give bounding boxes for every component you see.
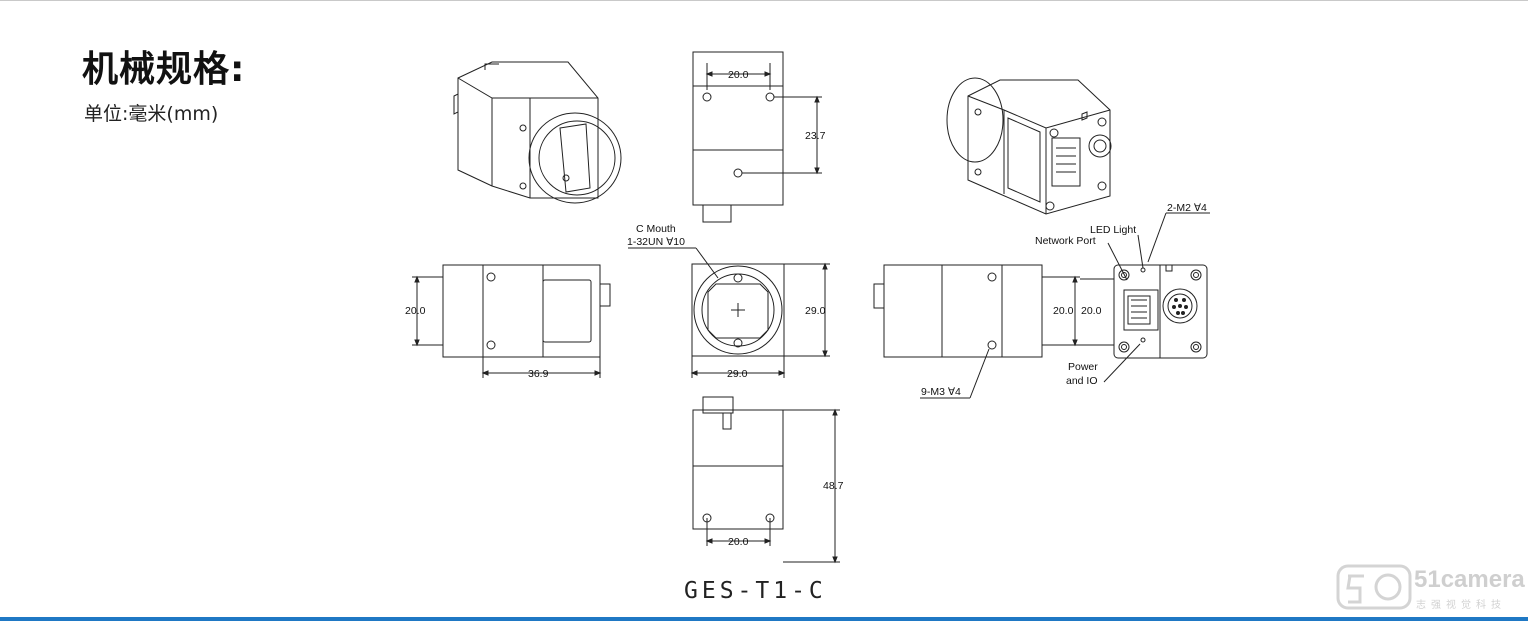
front-view xyxy=(628,247,830,378)
watermark-brand: 51camera xyxy=(1414,566,1525,593)
iso-view-back xyxy=(946,77,1112,215)
back-view xyxy=(1080,212,1210,383)
dim-bottom-width: 20.0 xyxy=(728,536,749,548)
left-side-view xyxy=(412,264,611,378)
top-divider xyxy=(0,0,1528,1)
dim-front-width: 29.0 xyxy=(727,368,748,380)
dim-right-height-a: 20.0 xyxy=(1053,305,1074,317)
dim-bottom-height: 48.7 xyxy=(823,480,844,492)
watermark-subtitle: 志强视觉科技 xyxy=(1416,600,1506,611)
callout-power-io: and IO xyxy=(1066,375,1098,387)
callout-power: Power xyxy=(1068,361,1098,373)
dim-left-width: 36.9 xyxy=(528,368,549,380)
bottom-accent-bar xyxy=(0,617,1528,621)
callout-m3: 9-M3 ∀4 xyxy=(921,386,961,398)
callout-network: Network Port xyxy=(1035,235,1096,247)
watermark-logo-icon xyxy=(1336,564,1412,610)
dim-top-width: 20.0 xyxy=(728,69,749,81)
callout-m2: 2-M2 ∀4 xyxy=(1167,202,1207,214)
dim-left-height: 20.0 xyxy=(405,305,426,317)
callout-c-mouth: C Mouth xyxy=(636,223,676,235)
dim-top-height: 23.7 xyxy=(805,130,826,142)
dim-front-height: 29.0 xyxy=(805,305,826,317)
page-title: 机械规格: xyxy=(82,49,246,90)
model-label: GES-T1-C xyxy=(684,578,827,604)
dim-right-height-b: 20.0 xyxy=(1081,305,1102,317)
callout-c-mouth-thread: 1-32UN ∀10 xyxy=(627,236,685,248)
unit-note: 单位:毫米(mm) xyxy=(84,103,219,125)
right-side-view xyxy=(873,264,1080,399)
top-view xyxy=(692,51,822,223)
bottom-view xyxy=(692,396,840,564)
iso-view-front xyxy=(453,61,622,204)
callout-led: LED Light xyxy=(1090,224,1136,236)
